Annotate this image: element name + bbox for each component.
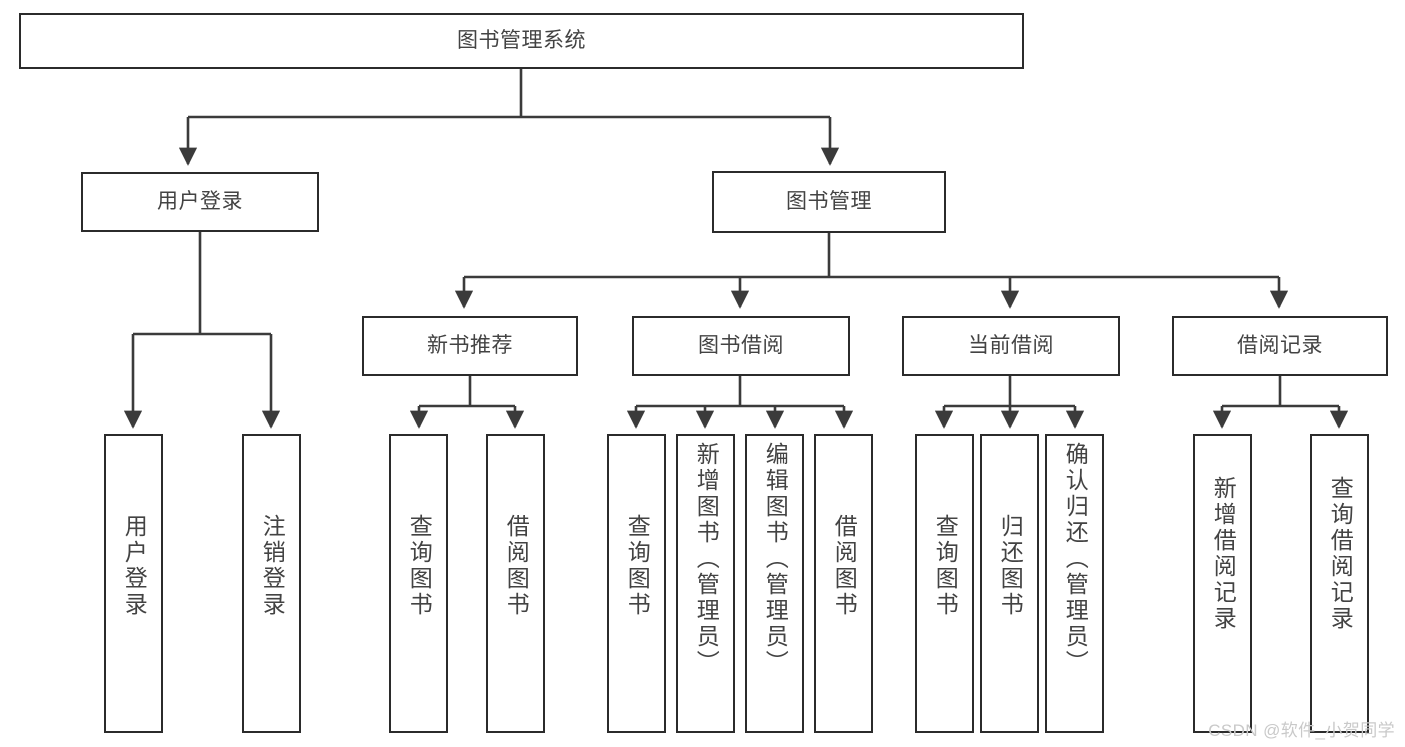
leaf-user-login-label: 用户登录 [121, 514, 148, 618]
leaf-add-borrow-record[interactable]: 新增借阅记录 [1193, 434, 1252, 733]
node-root[interactable]: 图书管理系统 [19, 13, 1024, 69]
node-book-management-label: 图书管理 [786, 189, 872, 213]
leaf-add-book-admin[interactable]: 新增图书（管理员） [676, 434, 735, 733]
leaf-return-book[interactable]: 归还图书 [980, 434, 1039, 733]
leaf-query-book-borrow-label: 查询图书 [624, 514, 651, 618]
node-user-login[interactable]: 用户登录 [81, 172, 319, 232]
watermark: CSDN @软件_小贺同学 [1208, 721, 1395, 740]
leaf-query-book-current[interactable]: 查询图书 [915, 434, 974, 733]
leaf-query-borrow-record-label: 查询借阅记录 [1327, 476, 1354, 632]
node-current-borrow-label: 当前借阅 [968, 333, 1054, 357]
leaf-add-borrow-record-label: 新增借阅记录 [1210, 476, 1237, 632]
node-root-label: 图书管理系统 [457, 28, 586, 52]
node-book-management[interactable]: 图书管理 [712, 171, 946, 233]
leaf-logout[interactable]: 注销登录 [242, 434, 301, 733]
node-new-book-recommend-label: 新书推荐 [427, 333, 513, 357]
leaf-query-book-borrow[interactable]: 查询图书 [607, 434, 666, 733]
leaf-add-book-admin-label: 新增图书（管理员） [693, 442, 720, 676]
leaf-edit-book-admin-label: 编辑图书（管理员） [762, 442, 789, 676]
leaf-borrow-book-recommend[interactable]: 借阅图书 [486, 434, 545, 733]
node-current-borrow[interactable]: 当前借阅 [902, 316, 1120, 376]
node-new-book-recommend[interactable]: 新书推荐 [362, 316, 578, 376]
leaf-query-book-recommend[interactable]: 查询图书 [389, 434, 448, 733]
leaf-borrow-book-borrow[interactable]: 借阅图书 [814, 434, 873, 733]
leaf-logout-label: 注销登录 [259, 514, 286, 618]
node-user-login-label: 用户登录 [157, 189, 243, 213]
leaf-query-borrow-record[interactable]: 查询借阅记录 [1310, 434, 1369, 733]
leaf-confirm-return-admin[interactable]: 确认归还（管理员） [1045, 434, 1104, 733]
leaf-edit-book-admin[interactable]: 编辑图书（管理员） [745, 434, 804, 733]
leaf-borrow-book-recommend-label: 借阅图书 [503, 514, 530, 618]
leaf-return-book-label: 归还图书 [997, 514, 1024, 618]
node-book-borrow-label: 图书借阅 [698, 333, 784, 357]
leaf-query-book-current-label: 查询图书 [932, 514, 959, 618]
leaf-borrow-book-borrow-label: 借阅图书 [831, 514, 858, 618]
leaf-user-login[interactable]: 用户登录 [104, 434, 163, 733]
leaf-confirm-return-admin-label: 确认归还（管理员） [1062, 442, 1089, 676]
node-book-borrow[interactable]: 图书借阅 [632, 316, 850, 376]
leaf-query-book-recommend-label: 查询图书 [406, 514, 433, 618]
node-borrow-record[interactable]: 借阅记录 [1172, 316, 1388, 376]
node-borrow-record-label: 借阅记录 [1237, 333, 1323, 357]
